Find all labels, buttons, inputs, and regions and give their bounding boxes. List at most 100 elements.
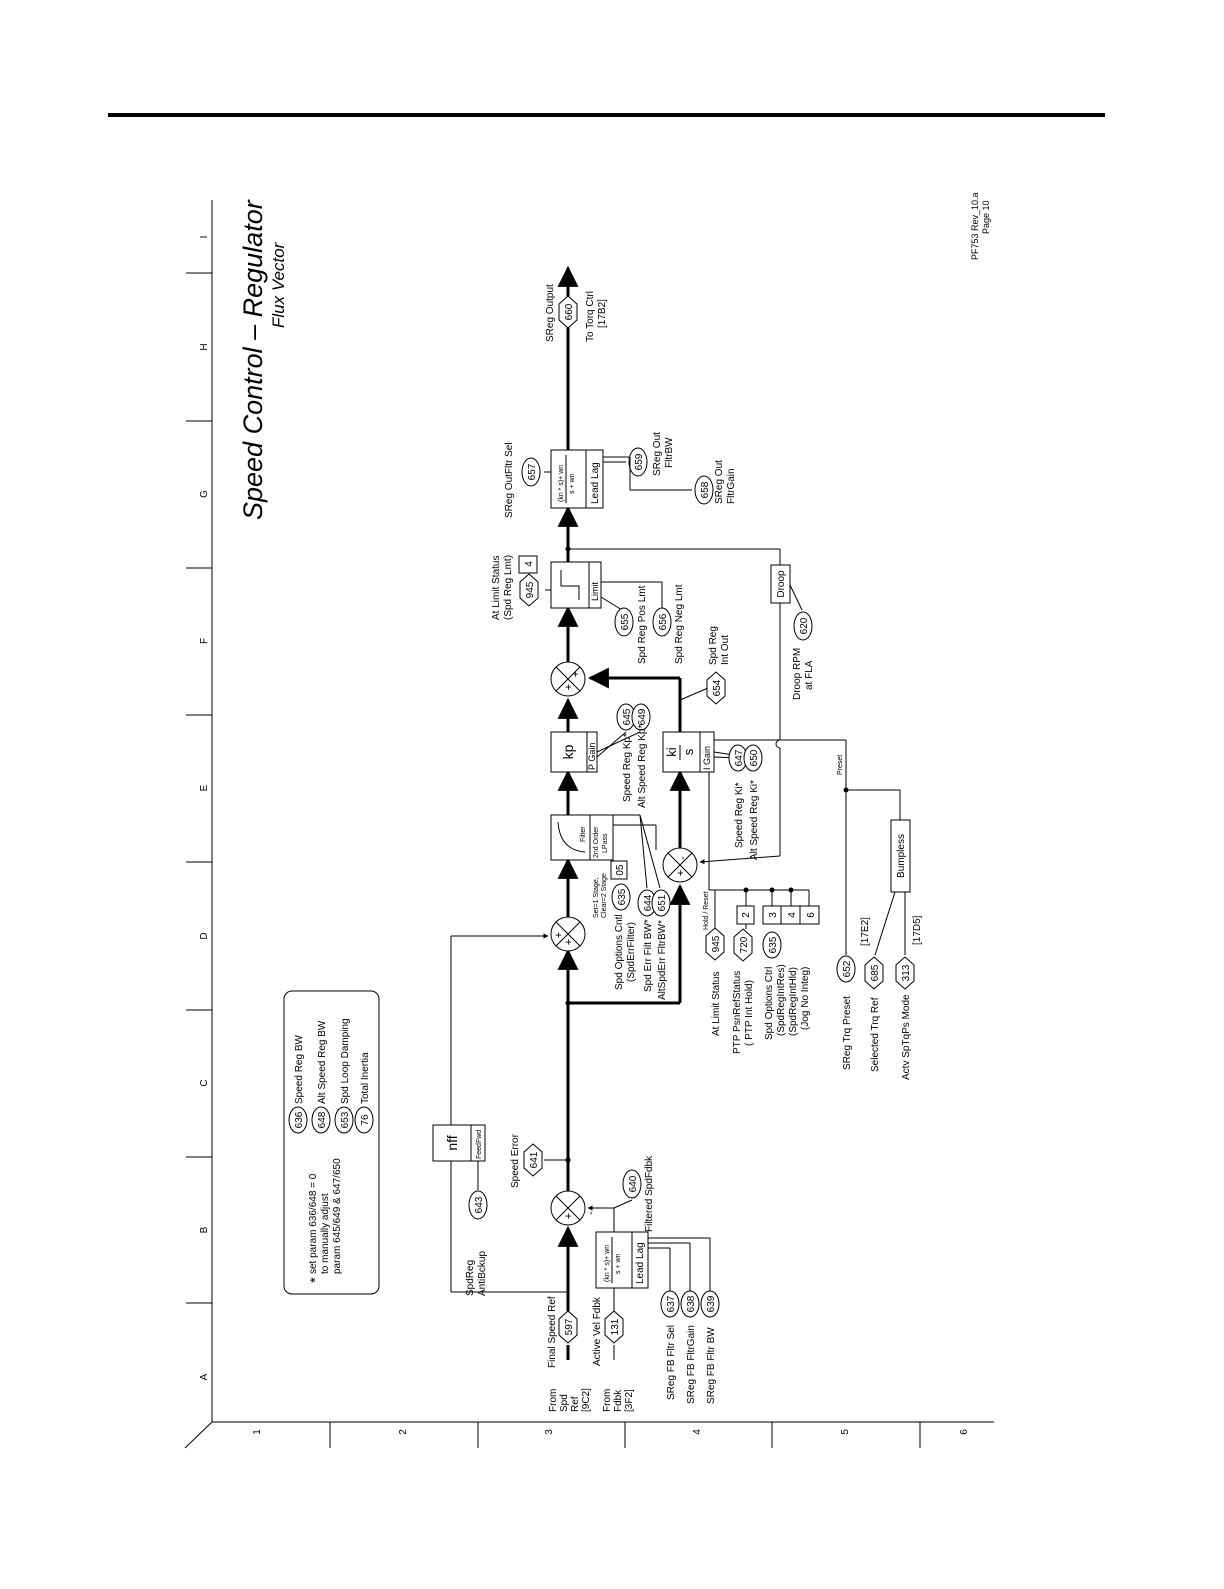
- output-dest: [17B2]: [597, 299, 608, 328]
- param-number: 635: [617, 888, 628, 905]
- minus-sign: -: [585, 1211, 597, 1215]
- row-label: 4: [692, 1429, 703, 1435]
- param-label: FltrGain: [726, 468, 737, 504]
- formula-top: (kn * s)+ wn: [604, 1245, 611, 1282]
- row-label: 1: [252, 1429, 263, 1435]
- fb-lead-lag-filter: (kn * s)+ wn s + wn Lead Lag 637 638 639…: [595, 1231, 720, 1404]
- param-label: Speed Reg BW: [294, 1035, 305, 1104]
- minus-sign: -: [677, 856, 689, 860]
- note-line: param 645/649 & 647/650: [332, 1158, 343, 1274]
- param-number: 651: [657, 894, 668, 911]
- param-number: 76: [360, 1114, 371, 1126]
- ki-symbol: ki: [664, 747, 679, 757]
- plus-sign: +: [563, 1213, 575, 1219]
- param-number: 637: [666, 1295, 677, 1312]
- param-label: SpdReg: [465, 1260, 476, 1296]
- output-lead-lag-filter: (kn * s)+ wn s + wn Lead Lag 657 SReg Ou…: [504, 432, 737, 518]
- summing-junction-i: + -: [662, 847, 698, 883]
- col-label: D: [199, 932, 210, 939]
- hold-label: Hold / Reset: [703, 891, 710, 930]
- col-label: F: [199, 638, 210, 644]
- col-label: G: [199, 490, 210, 498]
- plus-sign: +: [570, 671, 582, 677]
- formula-top: (kn * s)+ wn: [558, 465, 565, 502]
- param-number: 654: [712, 679, 723, 696]
- param-number: 640: [628, 1175, 639, 1192]
- param-label: (SpdErrFilter): [626, 922, 637, 982]
- param-number: 638: [686, 1295, 697, 1312]
- from-label: From: [548, 1389, 559, 1412]
- param-label: Selected Trq Ref: [870, 997, 881, 1072]
- param-label: Alt Speed Reg Kp*: [637, 725, 648, 808]
- header-rule: [108, 113, 1105, 117]
- from-label: [3F2]: [624, 1389, 635, 1412]
- param-label: Active Vel Fdbk: [592, 1296, 603, 1366]
- page-number: Page 10: [981, 200, 991, 234]
- note-line: set param 636/648 = 0: [308, 1173, 319, 1274]
- param-label: ( PTP Int Hold): [744, 980, 755, 1046]
- i-gain-block: ki s I Gain 647 650 Speed Reg Ki* Alt Sp…: [662, 626, 847, 930]
- col-label: C: [199, 1079, 210, 1086]
- bit-number: 05: [615, 864, 626, 876]
- filtered-spdfdbk: 640 Filtered SpdFdbk: [622, 1155, 655, 1232]
- param-number: 655: [620, 613, 631, 630]
- param-label: AltSpdErr FltrBW*: [657, 920, 668, 1000]
- param-label: Spd Reg Neg Lmt: [674, 584, 685, 664]
- param-number: 635: [768, 936, 779, 953]
- col-label: H: [199, 343, 210, 350]
- page-title: Speed Control – Regulator: [238, 199, 268, 520]
- from-label: Fdbk: [613, 1389, 624, 1412]
- col-label: B: [199, 1226, 210, 1233]
- param-number: 659: [634, 453, 645, 470]
- param-label: (SpdRegIntRes): [776, 964, 787, 1036]
- nff-label: nff: [444, 1135, 460, 1150]
- param-label: Actv SpTqPs Mode: [901, 994, 912, 1080]
- param-number: 647: [734, 749, 745, 766]
- param-number: 945: [711, 935, 722, 952]
- rev-label: PF753 Rev_10.a: [970, 192, 980, 260]
- param-number: 597: [564, 1318, 575, 1335]
- bit-number: 4: [524, 561, 535, 567]
- from-label: Ref: [570, 1396, 581, 1412]
- from-label: Spd: [559, 1394, 570, 1412]
- param-label: Alt Speed Reg BW: [317, 1020, 328, 1104]
- param-number: 645: [622, 708, 633, 725]
- param-number: 945: [525, 581, 536, 598]
- param-number: 720: [739, 936, 750, 953]
- row-label: 2: [398, 1429, 409, 1435]
- note-box: * set param 636/648 = 0 to manually adju…: [283, 990, 380, 1295]
- from-label: From: [602, 1389, 613, 1412]
- param-number: 644: [643, 894, 654, 911]
- summing-junction-3: + +: [550, 661, 586, 697]
- param-ref: [17D5]: [912, 915, 923, 945]
- nff-feedforward: nff FeedFwd 643 SpdReg AntiBckup: [432, 1124, 488, 1296]
- speed-error-filter: Filter 2nd Order LPass 05 Set=1 Stage, C…: [550, 814, 671, 1000]
- param-label: Spd Options Cntl: [614, 914, 625, 990]
- signal-wires: [450, 265, 781, 1360]
- filter-box-label: LPass: [602, 833, 609, 853]
- droop-label: Droop: [776, 570, 787, 598]
- param-label: Total Inertia: [360, 1052, 371, 1104]
- filter-label: Lead Lag: [635, 1242, 646, 1284]
- param-number: 650: [749, 749, 760, 766]
- param-label: Int Out: [720, 635, 731, 665]
- row-label: 5: [840, 1429, 851, 1435]
- param-label: Droop RPM: [792, 648, 803, 700]
- param-label: AntiBckup: [477, 1251, 488, 1296]
- param-label: (Jog No Integ): [800, 967, 811, 1030]
- param-ref: [17E2]: [860, 917, 871, 946]
- s-symbol: s: [681, 748, 696, 755]
- param-label: at FLA: [804, 660, 815, 690]
- speed-error: 641 Speed Error: [510, 1133, 571, 1188]
- note-star: *: [307, 1277, 324, 1283]
- row-label: 6: [959, 1429, 970, 1435]
- param-label: (Spd Reg Lmt): [503, 555, 514, 620]
- input-active-vel-fdbk: From Fdbk [3F2] Active Vel Fdbk 131: [592, 1296, 635, 1412]
- param-label: SReg Out: [714, 460, 725, 504]
- param-number: 620: [799, 617, 810, 634]
- param-number: 657: [527, 463, 538, 480]
- kp-symbol: kp: [560, 744, 576, 759]
- output-dest: To Torq Ctrl: [585, 291, 596, 342]
- param-label: Alt Speed Reg Ki*: [749, 780, 760, 860]
- param-number: 641: [529, 1151, 540, 1168]
